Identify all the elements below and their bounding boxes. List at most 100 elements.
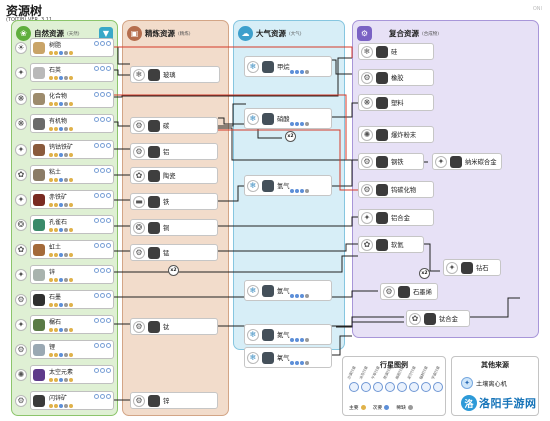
legend-item: 冰冻行星 (358, 365, 372, 392)
planet-dot (54, 278, 58, 282)
natural-resource-row[interactable]: ✦榍石 (15, 314, 114, 335)
refined-resource-node[interactable]: ▬铁 (130, 193, 218, 210)
resource-name: 闪锌矿 (49, 395, 68, 402)
planet-marker-icon (94, 66, 99, 71)
planet-dot (59, 353, 63, 357)
natural-resource-row[interactable]: ✦锌 (15, 264, 114, 285)
resource-name: 树脂 (49, 42, 62, 49)
atmospheric-resource-node[interactable]: ❄氧气 (244, 347, 332, 368)
resource-name: 化合物 (49, 93, 68, 100)
atmospheric-resource-node[interactable]: ❄氩气 (244, 280, 332, 301)
legend-key-dot (384, 405, 390, 410)
natural-resource-row[interactable]: ☀树脂 (15, 37, 114, 58)
natural-resource-row[interactable]: ✿粘土 (15, 164, 114, 185)
atmospheric-resource-node[interactable]: ❄氮气 (244, 324, 332, 345)
refined-resource-node[interactable]: ❂铜 (130, 219, 218, 236)
legend-item: 熔岩行星 (395, 365, 408, 392)
planet-dot (305, 361, 309, 365)
composite-resource-node[interactable]: ✦钻石 (443, 259, 501, 276)
composite-resource-node[interactable]: ✦纳米碳合金 (432, 153, 502, 170)
resource-node-icon: ⚙ (15, 293, 27, 306)
planet-marker-icon (100, 117, 105, 122)
refined-resource-node[interactable]: ⚙碳 (130, 117, 218, 134)
resource-swatch-icon (376, 238, 388, 251)
atmospheric-resource-node[interactable]: ❄甲烷 (244, 56, 332, 77)
legend-item-label: 冰冻行星 (358, 365, 369, 381)
centrifuge-icon: ✦ (461, 377, 473, 389)
planet-dot (69, 127, 73, 131)
planet-dot (69, 328, 73, 332)
gas-canister-icon (262, 60, 274, 73)
composite-resource-node[interactable]: ⚙橡胶 (358, 69, 434, 86)
resource-name: 甲烷 (277, 64, 290, 71)
natural-resource-row[interactable]: ❋ 化合物 (15, 88, 114, 109)
resource-node-icon: ✦ (15, 268, 27, 281)
legend-item-label: 沙漠行星 (346, 365, 357, 381)
refined-resource-node[interactable]: ⚙锌 (130, 392, 218, 409)
planet-icon (349, 382, 359, 392)
natural-resource-row[interactable]: ⚙闪锌矿 (15, 390, 114, 411)
planet-marker-icon (106, 193, 111, 198)
composite-resource-node[interactable]: ✺爆炸粉末 (358, 126, 434, 143)
natural-resource-row[interactable]: ✦赤铁矿 (15, 189, 114, 210)
planet-dots (49, 328, 73, 332)
planet-marker-icon (94, 293, 99, 298)
planet-marker-icon (106, 168, 111, 173)
resource-swatch-icon (33, 293, 45, 306)
refined-resource-node[interactable]: ⚙钛 (130, 318, 218, 335)
resource-node-icon: ❋ (15, 92, 27, 105)
composite-resource-node[interactable]: ⚙钨碳化物 (358, 181, 434, 198)
planet-dot (69, 278, 73, 282)
composite-resource-node[interactable]: ✿软氦 (358, 236, 424, 253)
multiplier-badge: x2 (168, 265, 179, 276)
natural-resource-row[interactable]: ✦钨钴铁矿 (15, 139, 114, 160)
natural-resource-row[interactable]: ✿虹土 (15, 239, 114, 260)
legend-key-label: 稀缺 (396, 406, 406, 411)
gas-canister-icon (262, 284, 274, 297)
planet-dot (54, 353, 58, 357)
planet-dot (300, 294, 304, 298)
resource-name: 橡胶 (391, 75, 404, 82)
atmosphere-node-icon: ❄ (247, 351, 259, 364)
composite-resource-node[interactable]: ⚙石墨烯 (380, 283, 438, 300)
refined-resource-node[interactable]: ❄玻璃 (130, 66, 220, 83)
composite-resource-node[interactable]: ✦铝合金 (358, 209, 434, 226)
natural-resource-row[interactable]: ✦石英 (15, 62, 114, 83)
composite-panel-sub: (合成物) (422, 31, 440, 37)
cloud-icon: ☁ (238, 26, 253, 41)
planet-dot (69, 253, 73, 257)
planet-dots (49, 228, 73, 232)
planet-marker-icon (94, 41, 99, 46)
natural-resource-row[interactable]: ❋有机物 (15, 113, 114, 134)
natural-resource-row[interactable]: ❂孔雀石 (15, 214, 114, 235)
atmospheric-resource-node[interactable]: ❄硝酸 (244, 108, 332, 129)
resource-name: 锂 (49, 344, 56, 351)
planet-dot (49, 127, 53, 131)
atmospheric-resource-node[interactable]: ❄氢气 (244, 175, 332, 196)
composite-resource-node[interactable]: ⚙钢铁 (358, 153, 424, 170)
composite-resource-node[interactable]: ❋塑料 (358, 94, 434, 111)
natural-resource-row[interactable]: ⚙石墨 (15, 289, 114, 310)
legend-items: 沙漠行星冰冻行星干旱行星荒漠行星熔岩行星泥泞行星辐射行星宇宙行星 (346, 365, 443, 392)
planet-dots (49, 76, 73, 80)
composite-resource-node[interactable]: ✿钛合金 (406, 310, 470, 327)
resource-node-icon: ✦ (361, 211, 373, 224)
natural-resource-row[interactable]: ⚙锂 (15, 339, 114, 360)
resource-card: 赤铁矿 (30, 190, 114, 209)
leaf-icon: ❀ (16, 26, 31, 41)
resource-swatch-icon (148, 169, 160, 182)
refined-resource-node[interactable]: ⚙锰 (130, 244, 218, 261)
composite-resource-node[interactable]: ❄硅 (358, 43, 434, 60)
resource-name: 太空元素 (49, 369, 74, 376)
planet-dot (300, 189, 304, 193)
natural-resource-row[interactable]: ✺太空元素 (15, 364, 114, 385)
refined-resource-node[interactable]: ⚙铝 (130, 143, 218, 160)
planet-dots (49, 51, 73, 55)
resource-swatch-icon (450, 155, 462, 168)
resource-swatch-icon (376, 183, 388, 196)
refined-resource-node[interactable]: ✿陶瓷 (130, 167, 218, 184)
resource-card: 钨钴铁矿 (30, 140, 114, 159)
planet-dot (64, 228, 68, 232)
gas-canister-icon (262, 351, 274, 364)
planet-dot (54, 203, 58, 207)
